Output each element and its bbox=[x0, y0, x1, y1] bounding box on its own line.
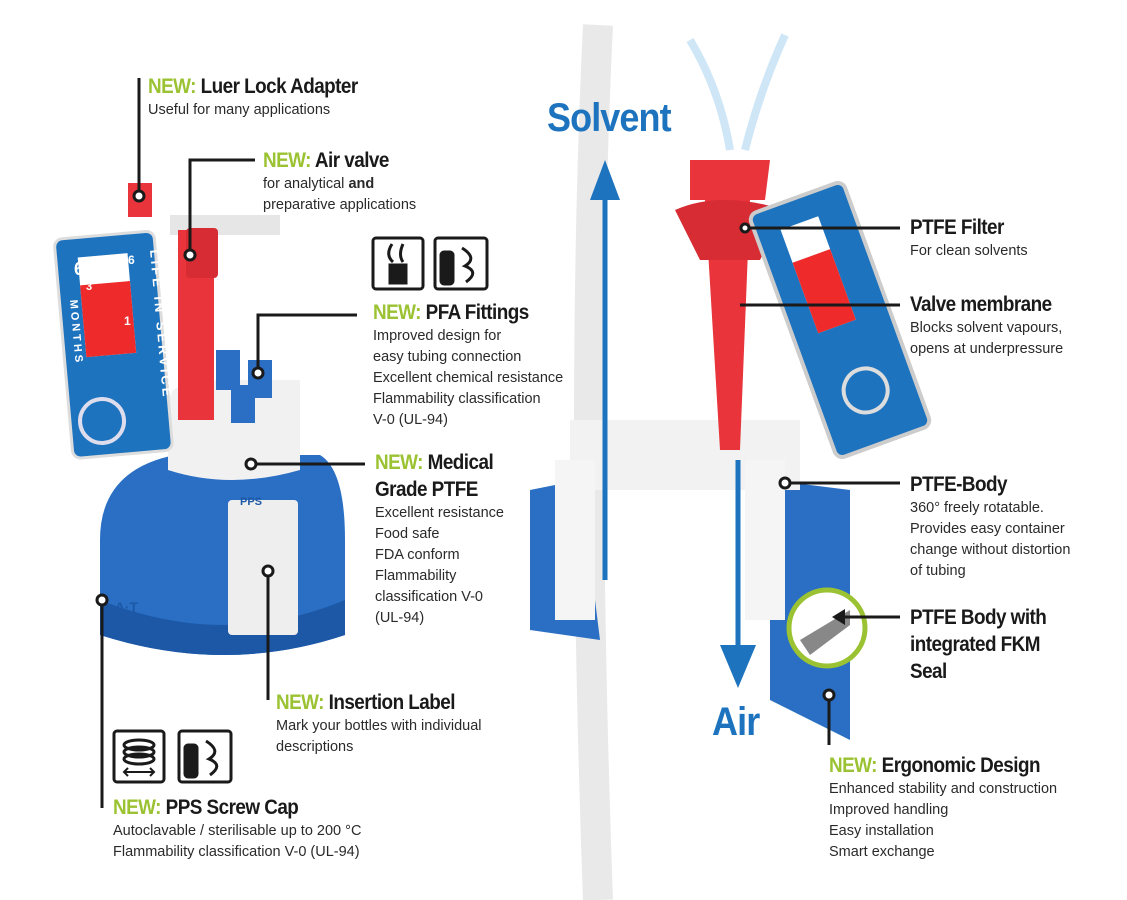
callout-text: classification V-0 bbox=[375, 589, 483, 605]
months-three: 3 bbox=[86, 281, 92, 293]
callout-text: For clean solvents bbox=[910, 243, 1028, 259]
months-six: 6 bbox=[74, 259, 84, 279]
thread-icon bbox=[112, 729, 166, 784]
callout-title: Grade PTFE bbox=[375, 478, 478, 501]
callout-title: PTFE Filter bbox=[910, 216, 1004, 239]
callout-fkm-seal: PTFE Body with integrated FKM Seal bbox=[910, 604, 1061, 685]
callout-text: Food safe bbox=[375, 526, 440, 542]
callout-title: PPS Screw Cap bbox=[165, 796, 299, 819]
callout-valve-membrane: Valve membrane Blocks solvent vapours, o… bbox=[910, 291, 1067, 360]
callout-text: Excellent chemical resistance bbox=[373, 370, 564, 386]
callout-title: Seal bbox=[910, 660, 947, 683]
callout-text: of tubing bbox=[910, 563, 966, 579]
new-badge: NEW: bbox=[113, 796, 161, 819]
callout-text: easy tubing connection bbox=[373, 349, 522, 365]
callout-text: Flammability classification bbox=[373, 391, 541, 407]
new-badge: NEW: bbox=[276, 691, 324, 714]
left-cap-illustration: 6 3 6 1 LIFE IN SERVICE MONTHS PPS C·A·T… bbox=[53, 183, 345, 655]
new-badge: NEW: bbox=[375, 451, 423, 474]
callout-text: Easy installation bbox=[829, 823, 934, 839]
callout-pps-screw-cap: NEW: PPS Screw Cap Autoclavable / steril… bbox=[113, 794, 361, 863]
callout-text: for analytical bbox=[263, 176, 345, 192]
callout-title: Insertion Label bbox=[328, 691, 456, 714]
fire-extinguisher-icon bbox=[177, 729, 233, 784]
callout-ergonomic-design: NEW: Ergonomic Design Enhanced stability… bbox=[829, 752, 1063, 863]
callout-text: Excellent resistance bbox=[375, 505, 504, 521]
callout-luer-lock: NEW: Luer Lock Adapter Useful for many a… bbox=[148, 73, 381, 121]
callout-title: Air valve bbox=[314, 149, 389, 172]
callout-title: Medical bbox=[427, 451, 494, 474]
callout-title: PFA Fittings bbox=[425, 301, 530, 324]
callout-ptfe-filter: PTFE Filter For clean solvents bbox=[910, 214, 1028, 262]
callout-title: PTFE-Body bbox=[910, 473, 1008, 496]
callout-text: Flammability bbox=[375, 568, 457, 584]
new-badge: NEW: bbox=[263, 149, 311, 172]
callout-text: Provides easy container bbox=[910, 521, 1065, 537]
callout-text: Autoclavable / sterilisable up to 200 °C bbox=[113, 823, 362, 839]
solvent-flow-label: Solvent bbox=[547, 96, 672, 140]
callout-text: (UL-94) bbox=[375, 610, 425, 626]
callout-text: preparative applications bbox=[263, 197, 417, 213]
callout-medical-ptfe: NEW: Medical Grade PTFE Excellent resist… bbox=[375, 449, 506, 629]
callout-insertion-label: NEW: Insertion Label Mark your bottles w… bbox=[276, 689, 482, 758]
callout-text: V-0 (UL-94) bbox=[373, 412, 448, 428]
brand-sub: europe bbox=[112, 617, 137, 626]
callout-title: Luer Lock Adapter bbox=[200, 75, 359, 98]
callout-text: opens at underpressure bbox=[910, 341, 1064, 357]
callout-text: Smart exchange bbox=[829, 844, 935, 860]
scale-one: 1 bbox=[124, 314, 131, 328]
callout-text: Mark your bottles with individual bbox=[276, 718, 482, 734]
fire-extinguisher-icon bbox=[433, 236, 489, 291]
callout-text: 360° freely rotatable. bbox=[910, 500, 1044, 516]
new-badge: NEW: bbox=[373, 301, 421, 324]
callout-title: PTFE Body with bbox=[910, 606, 1047, 629]
callout-text: Improved handling bbox=[829, 802, 949, 818]
callout-text: FDA conform bbox=[375, 547, 460, 563]
brand-mark: C·A·T bbox=[100, 599, 139, 615]
callout-pfa-fittings: NEW: PFA Fittings Improved design for ea… bbox=[373, 299, 563, 431]
callout-ptfe-body: PTFE-Body 360° freely rotatable. Provide… bbox=[910, 471, 1070, 582]
callout-text: change without distortion bbox=[910, 542, 1071, 558]
right-cap-cutaway bbox=[530, 24, 932, 900]
new-badge: NEW: bbox=[148, 75, 196, 98]
air-flow-label: Air bbox=[712, 700, 760, 744]
callout-text: Enhanced stability and construction bbox=[829, 781, 1058, 797]
callout-text: Useful for many applications bbox=[148, 102, 331, 118]
new-badge: NEW: bbox=[829, 754, 877, 777]
callout-air-valve: NEW: Air valve for analytical and prepar… bbox=[263, 147, 416, 216]
callout-text: descriptions bbox=[276, 739, 354, 755]
callout-text: Flammability classification V-0 (UL-94) bbox=[113, 844, 360, 860]
callout-title: Valve membrane bbox=[910, 293, 1052, 316]
callout-text: Improved design for bbox=[373, 328, 502, 344]
leader-lines bbox=[95, 78, 900, 808]
scale-six: 6 bbox=[128, 253, 135, 267]
callout-text: Blocks solvent vapours, bbox=[910, 320, 1063, 336]
pps-mark: PPS bbox=[240, 496, 262, 508]
callout-title: Ergonomic Design bbox=[881, 754, 1041, 777]
months-text: MONTHS bbox=[67, 299, 85, 365]
callout-text-bold: and bbox=[348, 176, 375, 192]
callout-title: integrated FKM bbox=[910, 633, 1041, 656]
tubing-connection-icon bbox=[371, 236, 425, 291]
